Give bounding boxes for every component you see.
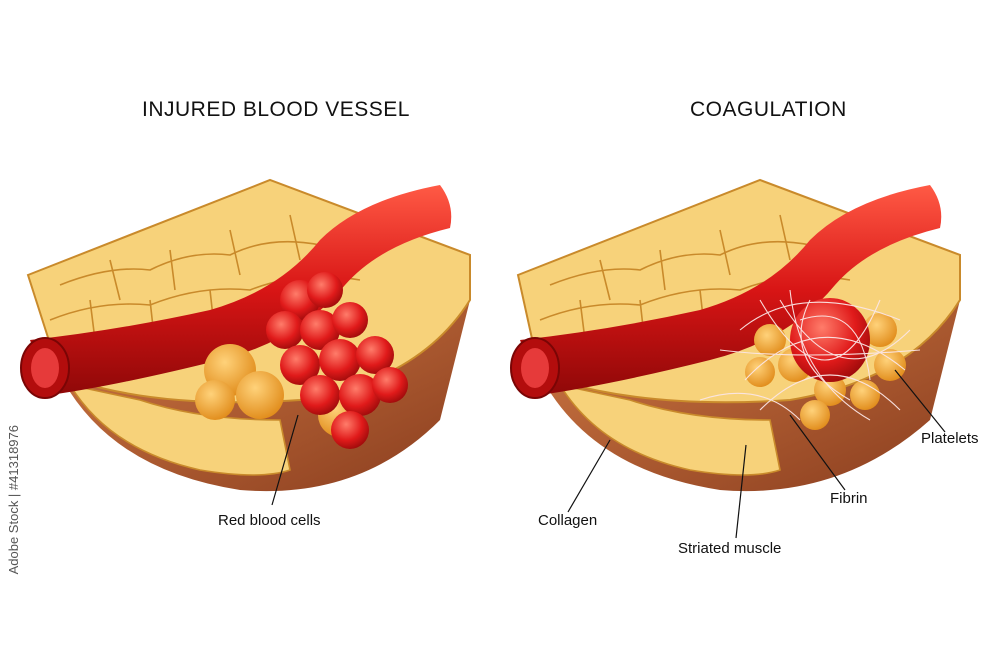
label-red-blood-cells: Red blood cells [218,512,321,529]
right-panel-title: COAGULATION [690,98,847,121]
right-fat-front [558,383,781,476]
label-collagen: Collagen [538,512,598,529]
label-striated-muscle: Striated muscle [678,540,782,557]
left-tissue-block [20,178,471,506]
stock-watermark: Adobe Stock | #41318976 [6,425,21,575]
leader-fibrin [789,414,846,491]
leader-collagen [567,439,611,513]
leader-red-blood-cells [271,414,299,506]
right-vessel [520,185,942,395]
left-vessel [30,185,452,395]
leader-striated-muscle [735,444,747,539]
right-tissue-block [510,178,961,539]
label-fibrin: Fibrin [830,490,868,507]
left-panel-title: INJURED BLOOD VESSEL [142,98,410,121]
right-platelets [745,313,906,430]
leader-platelets [894,369,946,433]
right-fibrin-mesh [699,289,921,421]
left-fat-front [68,383,291,476]
left-red-blood-cells [266,272,408,449]
right-clot [790,298,870,382]
label-platelets: Platelets [921,430,979,447]
